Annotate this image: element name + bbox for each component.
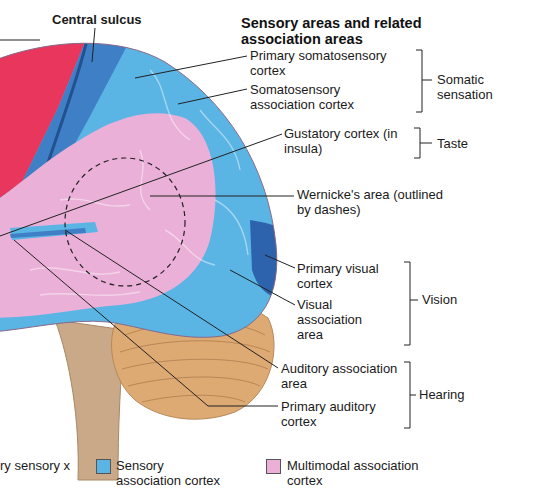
area-label: Auditory association area (281, 361, 401, 391)
function-label: Taste (437, 136, 497, 151)
area-label: Wernicke's area (outlined by dashes) (297, 187, 457, 217)
area-label: Primary visual cortex (297, 261, 402, 291)
legend-text: Multimodal association cortex (287, 458, 457, 488)
legend-fragment: ry sensory x (0, 458, 78, 473)
legend-swatch (266, 459, 281, 474)
cerebrum (0, 30, 290, 350)
area-label: Gustatory cortex (in insula) (284, 126, 414, 156)
wernicke-outline (65, 158, 185, 286)
group-brackets (404, 50, 432, 428)
area-label: Somatosensory association cortex (250, 82, 390, 112)
legend-swatch (96, 459, 111, 474)
cerebrum-outline (0, 43, 277, 337)
area-label: Primary auditory cortex (281, 399, 391, 429)
function-label: Vision (422, 292, 482, 307)
area-label: Visual association area (297, 297, 387, 342)
structure-label: Central sulcus (52, 12, 142, 27)
area-label: Primary somatosensory cortex (250, 48, 420, 78)
legend-text: Sensory association cortex (116, 458, 228, 488)
figure-title: Sensory areas and related association ar… (241, 15, 466, 47)
function-label: Hearing (419, 387, 489, 402)
function-label: Somatic sensation (437, 72, 517, 102)
